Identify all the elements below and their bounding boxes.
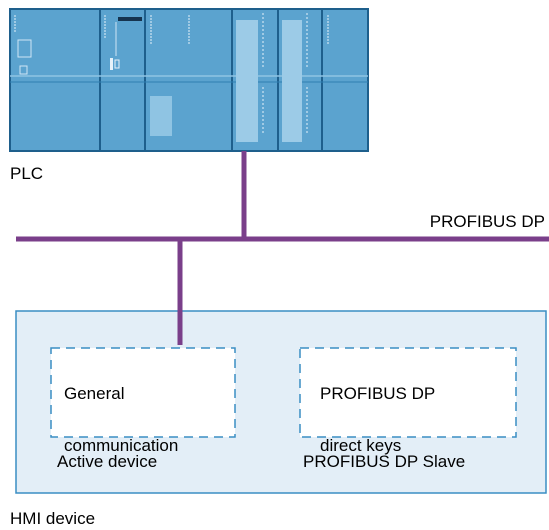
general-line-2: communication bbox=[64, 436, 179, 455]
profibus-dp-slave-label: PROFIBUS DP Slave bbox=[303, 452, 466, 471]
display-slot bbox=[118, 17, 142, 21]
direct-keys-line-2: direct keys bbox=[320, 436, 402, 455]
profibus-lines bbox=[16, 151, 549, 345]
profibus-dp-label: PROFIBUS DP bbox=[429, 212, 545, 231]
general-line-1: General bbox=[64, 384, 125, 403]
general-communication-box bbox=[50, 347, 236, 438]
direct-keys-label: PROFIBUS DP direct keys bbox=[320, 355, 435, 485]
hmi-device-label: HMI device bbox=[10, 509, 96, 528]
plc-rack bbox=[9, 8, 369, 152]
active-device-label: Active device bbox=[57, 452, 158, 471]
plc-body bbox=[9, 8, 369, 152]
direct-keys-box bbox=[299, 347, 517, 438]
plc-label: PLC bbox=[10, 164, 44, 183]
module-panel bbox=[150, 96, 172, 136]
module-panel bbox=[282, 20, 302, 142]
direct-keys-line-1: PROFIBUS DP bbox=[320, 384, 436, 403]
module-panel bbox=[236, 20, 258, 142]
general-communication-label: General communication bbox=[64, 355, 178, 485]
